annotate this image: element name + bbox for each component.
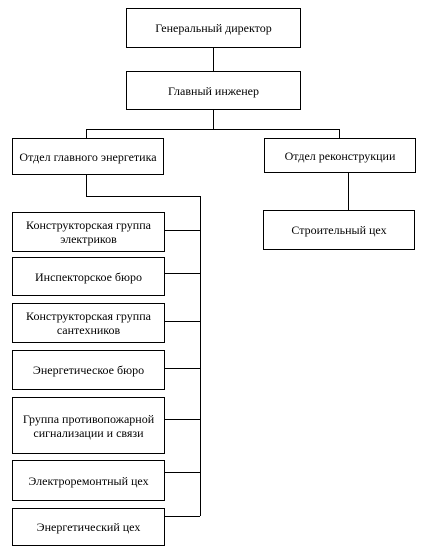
sub-unit-label: Конструкторская группа электриков (26, 218, 151, 246)
sub-unit-box: Группа противопожарной сигнализации и св… (12, 397, 165, 454)
connector-sub-unit-6 (165, 472, 200, 473)
connector-director-engineer (213, 48, 214, 71)
sub-unit-box: Электроремонтный цех (12, 460, 165, 501)
sub-unit-label: Энергетический цех (36, 520, 141, 534)
connector-bus-reconstruction-dept (339, 129, 340, 138)
connector-sub-unit-1 (165, 230, 200, 231)
general-director-label: Генеральный директор (155, 21, 272, 35)
chief-engineer-label: Главный инженер (168, 83, 259, 98)
connector-sub-unit-7 (165, 516, 200, 517)
sub-unit-label: Электроремонтный цех (28, 473, 149, 488)
connector-reconstruction-workshop (348, 173, 349, 210)
construction-workshop-box: Строительный цех (263, 210, 415, 250)
connector-sub-unit-3 (165, 321, 200, 322)
energy-department-label: Отдел главного энергетика (19, 149, 157, 164)
connector-energy-trunk (200, 196, 201, 516)
sub-unit-box: Энергетическое бюро (12, 350, 165, 390)
reconstruction-department-box: Отдел реконструкции (264, 138, 416, 173)
connector-sub-unit-2 (165, 273, 200, 274)
sub-unit-box: Энергетический цех (12, 508, 165, 546)
sub-unit-box: Инспекторское бюро (12, 257, 165, 296)
sub-unit-box: Конструкторская группа электриков (12, 212, 165, 252)
sub-unit-label: Группа противопожарной сигнализации и св… (22, 411, 155, 440)
connector-engineer-bus (213, 110, 214, 129)
sub-unit-label: Инспекторское бюро (34, 269, 142, 284)
connector-departments-bus (86, 129, 340, 130)
reconstruction-department-label: Отдел реконструкции (284, 148, 396, 163)
connector-bus-energy-dept (86, 129, 87, 138)
connector-energy-dept-down (86, 175, 87, 196)
chief-engineer-box: Главный инженер (126, 71, 301, 110)
connector-sub-unit-4 (165, 368, 200, 369)
sub-unit-label: Энергетическое бюро (32, 363, 145, 377)
sub-unit-label: Конструкторская группа сантехников (26, 309, 151, 337)
connector-sub-unit-5 (165, 419, 200, 420)
sub-unit-box: Конструкторская группа сантехников (12, 303, 165, 343)
construction-workshop-label: Строительный цех (291, 223, 387, 237)
general-director-box: Генеральный директор (126, 8, 301, 48)
connector-energy-dept-right (86, 196, 200, 197)
energy-department-box: Отдел главного энергетика (12, 138, 164, 175)
